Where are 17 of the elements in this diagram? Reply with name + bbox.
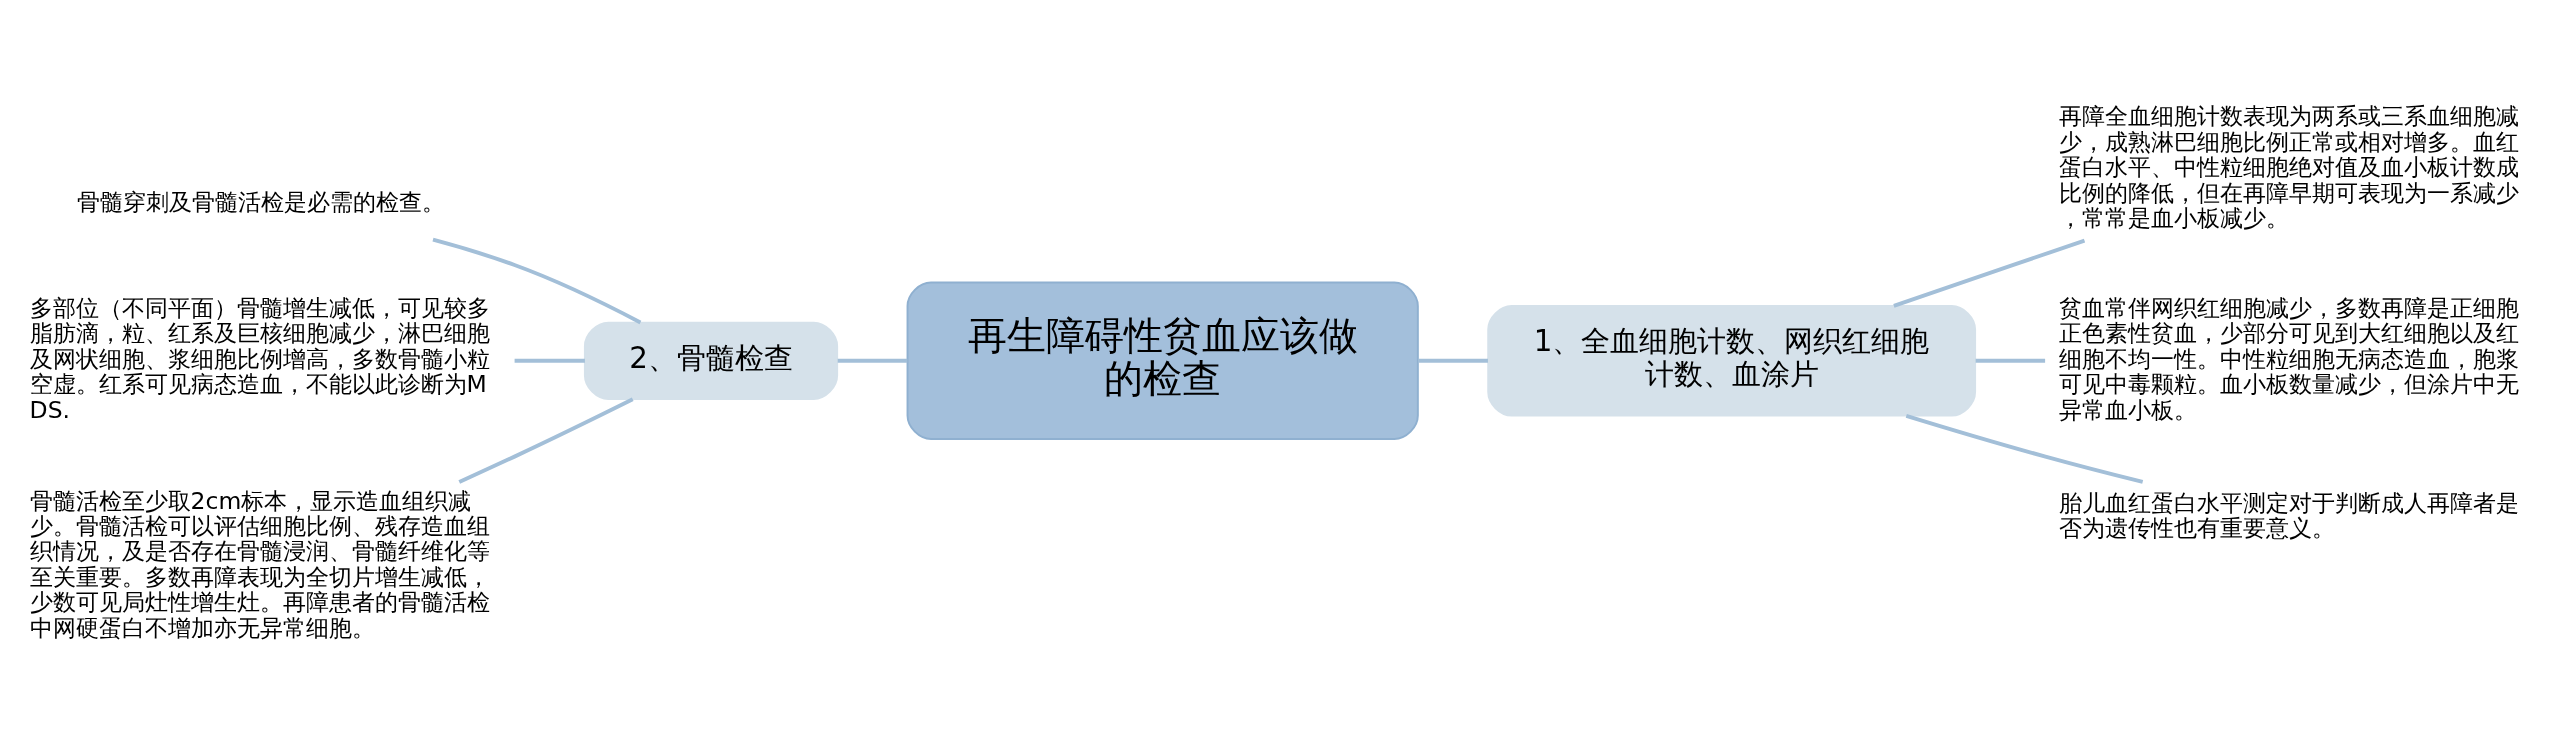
connector <box>1418 358 1488 363</box>
node-text: 再障全血细胞计数表现为两系或三系血细胞减少，成熟淋巴细胞比例正常或相对增多。血红蛋白水平、中性粒细胞绝对值及血小板计数成比例的降低，但在再障早期可表现为一系减少，常常是血小板减少。 <box>2059 102 2520 233</box>
node-box: 再生障碍性贫血应该做的检查 <box>906 281 1419 440</box>
node-text: 骨髓穿刺及骨髓活检是必需的检查。 <box>76 188 445 217</box>
node-text: 骨髓活检至少取2cm标本，显示造血组织减少。骨髓活检可以评估细胞比例、残存造血组织情况，及是否存在骨髓浸润、骨髓纤维化等至关重要。多数再障表现为全切片增生减低，少数可见局灶性增生灶。再障患者的骨髓活检中网硬蛋白不增加亦无异常细胞。 <box>29 486 490 642</box>
connector <box>514 358 585 363</box>
node-box: 2、骨髓检查 <box>583 321 839 400</box>
connector <box>1893 238 2086 308</box>
node-box: 1、全血细胞计数、网织红细胞计数、血涂片 <box>1487 305 1977 417</box>
node-text: 多部位（不同平面）骨髓增生减低，可见较多脂肪滴，粒、红系及巨核细胞减少，淋巴细胞及网状细胞、浆细胞比例增高，多数骨髓小粒空虚。红系可见病态造血，不能以此诊断为MDS. <box>29 294 490 424</box>
connector <box>1975 358 2046 363</box>
node-text: 胎儿血红蛋白水平测定对于判断成人再障者是否为遗传性也有重要意义。 <box>2059 488 2520 542</box>
connector <box>432 237 642 325</box>
connector <box>837 358 908 363</box>
connector <box>458 397 634 484</box>
node-text: 贫血常伴网织红细胞减少，多数再障是正细胞正色素性贫血，少部分可见到大红细胞以及红细胞不均一性。中性粒细胞无病态造血，胞浆可见中毒颗粒。血小板数量减少，但涂片中无异常血小板。 <box>2059 294 2520 424</box>
connector <box>1905 413 2144 484</box>
